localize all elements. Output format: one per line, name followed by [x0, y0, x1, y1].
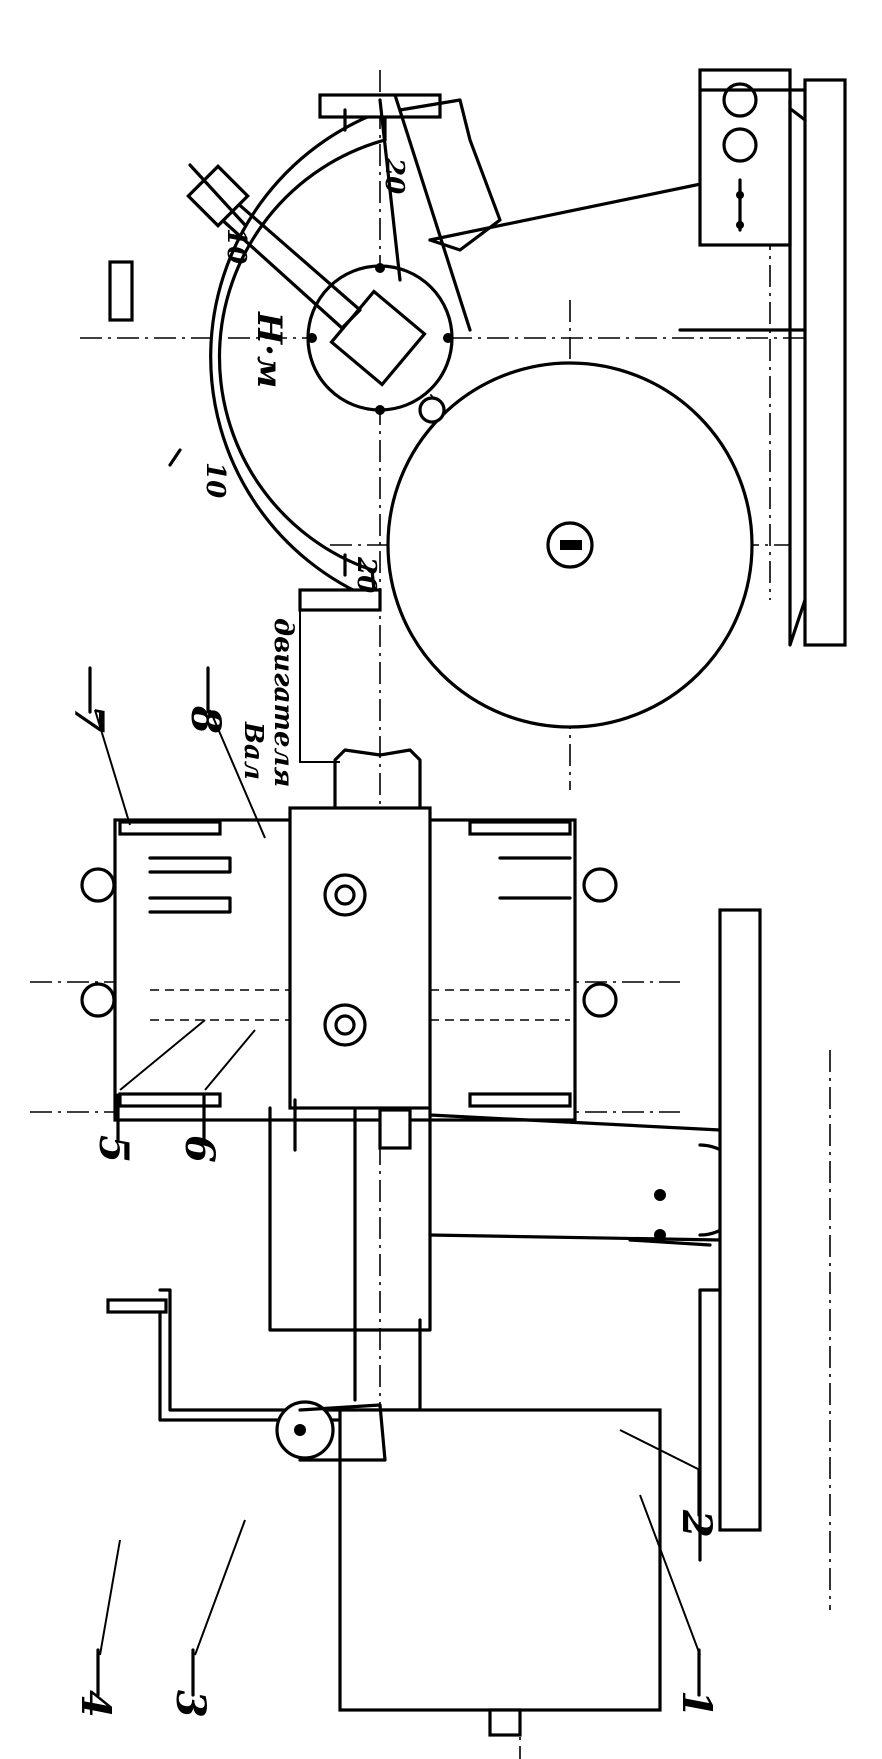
callout-numbers: 7 8 5 6 4 3 2 1: [65, 666, 720, 1718]
dial-assembly: [108, 68, 847, 729]
center-block: [288, 806, 432, 1110]
scale-right-inner: 10: [200, 462, 230, 498]
bolt-upper-right: [582, 867, 618, 903]
callout-6: 6: [176, 1135, 223, 1163]
side-elevation: [80, 748, 762, 1737]
rod: [106, 1298, 168, 1314]
callout-2: 2: [673, 1509, 720, 1538]
callout-8: 8: [182, 705, 229, 734]
bolt-upper-left: [80, 867, 116, 903]
callout-5: 5: [90, 1135, 137, 1163]
bolt-lower-left: [80, 982, 116, 1018]
motor-shaft: [333, 748, 422, 817]
dial-labels: 20 10 Н·м 10 20: [200, 157, 409, 593]
dial-lug-left: [108, 260, 134, 322]
callout-1: 1: [673, 1690, 720, 1718]
callout-4: 4: [72, 1690, 119, 1718]
base-rail-top: [803, 78, 847, 647]
callout-leaders: [94, 709, 701, 1656]
motor-shaft-label: Вал двигателя: [238, 600, 340, 787]
base-plate-side: [718, 908, 762, 1532]
scale-left-inner: 10: [221, 228, 251, 264]
scale-right-outer: 20: [351, 556, 381, 593]
callout-3: 3: [167, 1690, 214, 1718]
bolt-lower-right: [582, 982, 618, 1018]
shaft-label-line1: Вал: [238, 721, 268, 780]
unit-label: Н·м: [249, 311, 289, 388]
motor-body: [338, 1408, 662, 1712]
shaft-label-line2: двигателя: [268, 618, 298, 787]
arm-clip: [378, 1108, 412, 1150]
scale-left-outer: 20: [379, 157, 409, 194]
